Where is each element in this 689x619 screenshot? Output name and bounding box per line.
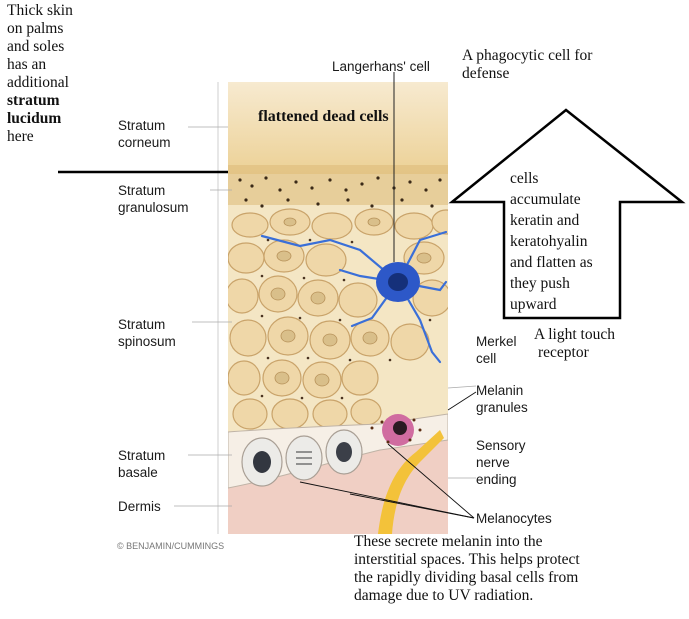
merkel-note: A light touch receptor — [534, 326, 615, 362]
label-line: corneum — [118, 134, 171, 151]
note-line: here — [7, 128, 117, 146]
label-line: spinosum — [118, 333, 176, 350]
label-line: Stratum — [118, 182, 189, 199]
note-line-bold: lucidum — [7, 110, 117, 128]
label-line: granules — [476, 399, 528, 416]
label-line: cell — [476, 350, 517, 367]
basal-nucleus — [253, 451, 271, 473]
note-line: additional — [7, 74, 117, 92]
label-line: nerve — [476, 454, 526, 471]
note-line: Thick skin — [7, 2, 117, 20]
note-line: These secrete melanin into the — [354, 533, 580, 551]
note-line: A phagocytic cell for — [462, 47, 592, 65]
credit-label: © BENJAMIN/CUMMINGS — [117, 541, 224, 551]
note-line: and soles — [7, 38, 117, 56]
note-line: receptor — [534, 344, 615, 362]
label-flattened-dead-cells: flattened dead cells — [258, 108, 389, 126]
label-stratum-corneum: Stratum corneum — [118, 117, 171, 151]
note-line: defense — [462, 65, 592, 83]
note-line: they push — [510, 273, 593, 294]
melanin-granule-leader — [448, 392, 476, 410]
tissue-block — [226, 82, 460, 534]
label-line: Merkel — [476, 333, 517, 350]
note-line: on palms — [7, 20, 117, 38]
label-melanocytes: Melanocytes — [476, 510, 552, 527]
label-line: Melanin — [476, 382, 528, 399]
note-line: cells — [510, 168, 593, 189]
note-line: interstitial spaces. This helps protect — [354, 551, 580, 569]
note-line: damage due to UV radiation. — [354, 587, 580, 605]
label-melanin-granules: Melanin granules — [476, 382, 528, 416]
label-langerhans-cell: Langerhans' cell — [332, 58, 430, 75]
note-line: accumulate — [510, 189, 593, 210]
label-sensory-nerve-ending: Sensory nerve ending — [476, 437, 526, 488]
label-merkel-cell: Merkel cell — [476, 333, 517, 367]
label-line: ending — [476, 471, 526, 488]
label-line: Stratum — [118, 447, 165, 464]
melanocyte-nucleus — [393, 421, 407, 435]
note-line: keratohyalin — [510, 231, 593, 252]
granulosum-band — [228, 165, 448, 205]
basal-nucleus-2 — [336, 442, 352, 462]
label-line: Stratum — [118, 316, 176, 333]
label-line: basale — [118, 464, 165, 481]
note-line: has an — [7, 56, 117, 74]
note-line-bold: stratum — [7, 92, 117, 110]
arrow-note: cells accumulate keratin and keratohyali… — [510, 168, 593, 315]
note-line: A light touch — [534, 326, 615, 344]
melanin-note: These secrete melanin into the interstit… — [354, 533, 580, 605]
note-line: upward — [510, 294, 593, 315]
thick-skin-note: Thick skin on palms and soles has an add… — [7, 2, 117, 146]
note-line: keratin and — [510, 210, 593, 231]
label-dermis: Dermis — [118, 498, 161, 515]
label-line: granulosum — [118, 199, 189, 216]
langerhans-note: A phagocytic cell for defense — [462, 47, 592, 83]
label-stratum-basale: Stratum basale — [118, 447, 165, 481]
label-line: Sensory — [476, 437, 526, 454]
note-line: and flatten as — [510, 252, 593, 273]
label-line: Stratum — [118, 117, 171, 134]
langerhans-nucleus — [388, 273, 408, 291]
label-stratum-granulosum: Stratum granulosum — [118, 182, 189, 216]
note-line: the rapidly dividing basal cells from — [354, 569, 580, 587]
label-stratum-spinosum: Stratum spinosum — [118, 316, 176, 350]
corneum-layer — [228, 82, 448, 174]
